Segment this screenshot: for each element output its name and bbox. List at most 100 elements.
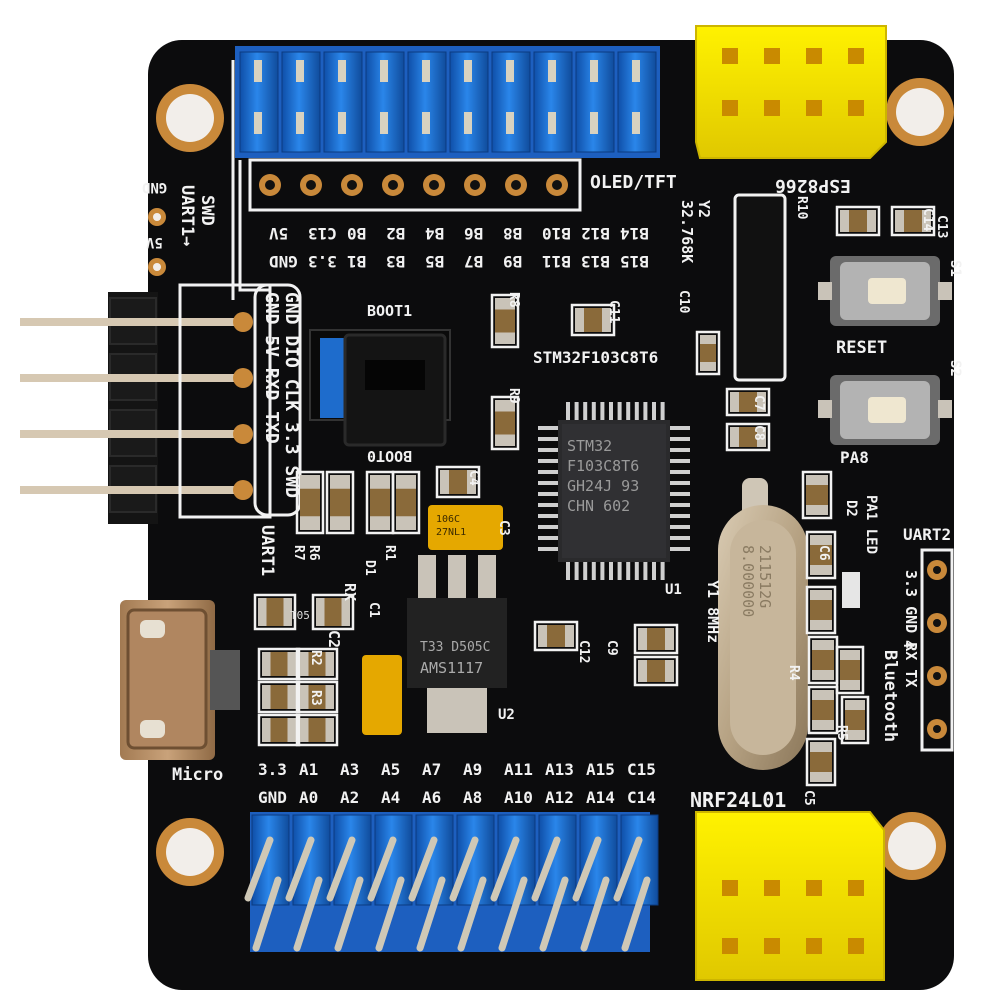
pin-leg [449,836,479,902]
pin-leg [285,836,315,902]
chip-leg [538,481,560,485]
pin-leg [457,876,487,952]
pin-leg [326,836,356,902]
pin-label: A15 [586,760,615,779]
pin-label: B1 [347,252,367,271]
pin-label: A9 [463,760,483,779]
pin-leg [613,836,643,902]
pin-tip [590,112,598,134]
uart2-label: UART2 [903,525,952,544]
chip-leg [626,560,631,580]
smd-mid [647,660,665,682]
pin-tip [338,112,346,134]
pin-label: B0 [347,224,367,243]
smd-outline [695,330,721,376]
smd-outline [840,695,870,745]
socket-hole [764,880,780,896]
pin-label: B14 [620,224,649,243]
crystal-8mhz [718,478,808,770]
header-pin-body [579,814,618,906]
pin-label: A6 [422,788,442,807]
smd-mid [547,625,565,647]
stm32-chip [538,402,690,580]
chip-leg [668,503,690,507]
chip-leg [660,560,665,580]
boot-jumper [309,329,451,447]
smd-outline [295,647,339,681]
socket-hole [764,100,780,116]
gnd-pad-label: GND [142,179,168,195]
tantalum-cap-c3 [428,505,503,550]
ams-marking-2: T33 D505C [420,640,491,655]
y1-label: Y1 8MHz [704,580,722,644]
pin-label: B9 [503,252,523,271]
smd-mid [308,652,326,676]
smd-outline [257,680,301,714]
pin-tip [422,60,430,82]
socket-hole [722,880,738,896]
pin-tip [338,60,346,82]
oled-pad-hole [265,180,275,190]
c2-label: C2 [325,630,343,649]
tantalum-marking-2: 27NL1 [436,527,467,538]
chip-leg [538,536,560,540]
angled-pin [20,374,250,382]
pin-label: A7 [422,760,442,779]
pin-leg [244,836,274,902]
pin-label: B7 [464,252,484,271]
smd-outline [725,387,771,417]
smd-mid [308,718,326,742]
smd-mid [849,210,867,232]
pin-label: C14 [627,788,656,807]
ref-designator: R3 [308,690,323,706]
socket-hole [722,938,738,954]
smd-mid [495,411,515,435]
pin-tip [548,112,556,134]
smd-mid [270,685,288,709]
d2-label: D2 [843,500,859,517]
header-pin-body [415,814,454,906]
chip-marking-4: CHN 602 [567,497,631,515]
ref-designator: C1 [366,602,381,618]
swd-label: SWD [197,195,217,226]
ref-designator: C9 [604,640,619,656]
pin-pad [233,424,253,444]
bluetooth-label: Bluetooth [880,650,900,743]
chip-leg [538,547,560,551]
pa8-label: PA8 [840,448,869,467]
angled-pin [20,430,250,438]
oled-pad-hole [511,180,521,190]
smd-mid [810,600,832,620]
pin-label: B13 [581,252,610,271]
pin-leg [572,836,602,902]
u2-label: U2 [498,707,515,723]
smd-mid [810,545,832,565]
pin-leg [367,836,397,902]
chip-leg [591,560,596,580]
smd-mid [812,650,834,670]
pin-label: A5 [381,760,401,779]
ams-marking-1: AMS1117 [420,659,484,677]
boot1-label: BOOT1 [367,302,413,320]
pin-label: GND [258,788,287,807]
ref-designator: R1 [382,545,397,561]
socket-hole [764,938,780,954]
chip-leg [668,448,690,452]
smd-outline [391,470,421,535]
smd-mid [810,752,832,772]
ref-designator: R10 [794,196,809,220]
chip-leg [617,560,622,580]
pin-tip [296,60,304,82]
header-pin-body [239,51,279,153]
smd-outline [801,470,833,520]
chip-leg [538,525,560,529]
socket-hole [806,100,822,116]
chip-leg [617,402,622,422]
u1-label: U1 [665,582,682,598]
smd-mid [495,309,515,333]
left-angled-header [20,292,253,524]
uart1-pins-label: GND 5V RXD TXD [261,292,282,444]
esp8266-label: ESP8266 [775,175,851,196]
smd-outline [490,293,520,349]
smd-mid [449,470,467,494]
